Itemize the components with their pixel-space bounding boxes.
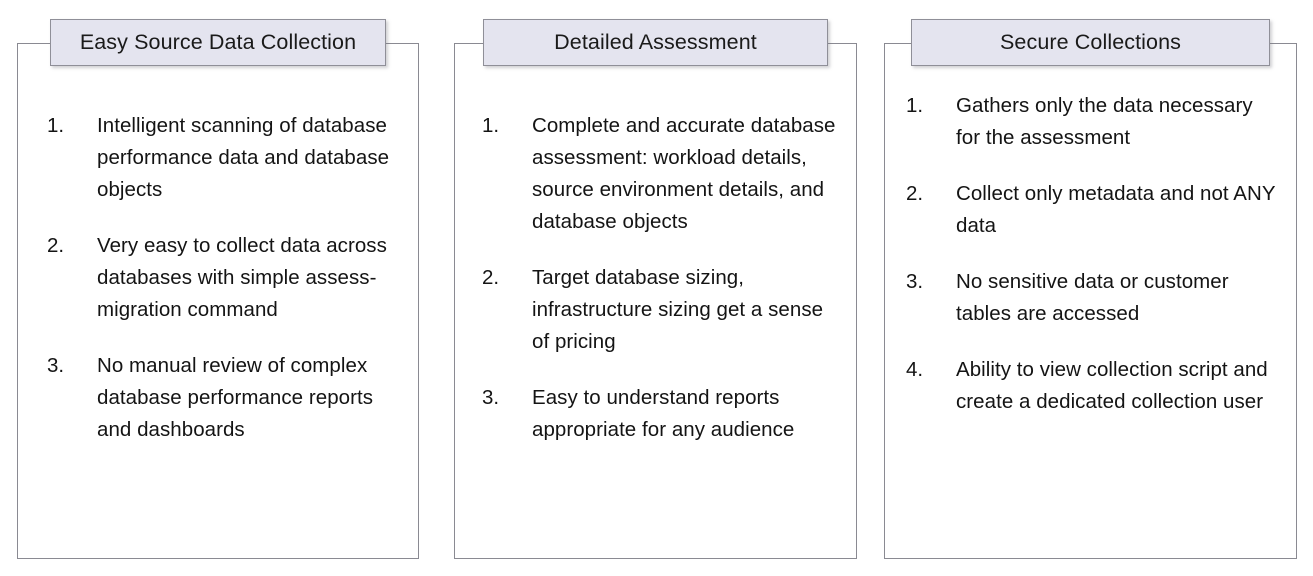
panel-title: Detailed Assessment bbox=[554, 29, 757, 54]
list-item: 3. Easy to understand reports appropriat… bbox=[482, 382, 837, 446]
panel-detailed-assessment: Detailed Assessment 1. Complete and accu… bbox=[454, 19, 857, 559]
list-item-number: 2. bbox=[482, 266, 500, 289]
list-item-number: 2. bbox=[47, 234, 65, 257]
panel-title: Secure Collections bbox=[999, 29, 1182, 54]
list-item-number: 1. bbox=[906, 94, 924, 117]
panel-top-border-right-stub bbox=[827, 43, 857, 44]
list-item-text: Ability to view collection script and cr… bbox=[956, 358, 1268, 413]
list-item-number: 1. bbox=[47, 114, 65, 137]
panel-frame bbox=[17, 43, 419, 559]
list-item-text: Collect only metadata and not ANY data bbox=[956, 182, 1276, 237]
list-item-number: 3. bbox=[482, 386, 500, 409]
list-item-text: Intelligent scanning of database perform… bbox=[97, 114, 390, 201]
list-item-number: 2. bbox=[906, 182, 924, 205]
panel-list-easy-source-data-collection: 1. Intelligent scanning of database perf… bbox=[17, 110, 419, 446]
list-item: 1. Complete and accurate database assess… bbox=[482, 110, 837, 238]
list-item: 3. No manual review of complex database … bbox=[47, 350, 397, 446]
panel-list-secure-collections: 1. Gathers only the data necessary for t… bbox=[884, 90, 1297, 418]
panel-top-border-left-stub bbox=[884, 43, 912, 44]
panel-frame bbox=[884, 43, 1297, 559]
list-item: 4. Ability to view collection script and… bbox=[906, 354, 1277, 418]
panel-list-detailed-assessment: 1. Complete and accurate database assess… bbox=[454, 110, 857, 446]
list-item-text: Easy to understand reports appropriate f… bbox=[532, 386, 795, 441]
panel-top-border-left-stub bbox=[17, 43, 51, 44]
list-item: 1. Intelligent scanning of database perf… bbox=[47, 110, 397, 206]
list-item: 2. Target database sizing, infrastructur… bbox=[482, 262, 837, 358]
panel-secure-collections: Secure Collections 1. Gathers only the d… bbox=[884, 19, 1297, 559]
list-item-number: 4. bbox=[906, 358, 924, 381]
panel-easy-source-data-collection: Easy Source Data Collection 1. Intellige… bbox=[17, 19, 419, 559]
list-item-text: Complete and accurate database assessmen… bbox=[532, 114, 836, 233]
panel-top-border-left-stub bbox=[454, 43, 484, 44]
list-item-text: Gathers only the data necessary for the … bbox=[956, 94, 1253, 149]
list-item-number: 3. bbox=[906, 270, 924, 293]
list-item-text: Very easy to collect data across databas… bbox=[97, 234, 387, 321]
panel-frame bbox=[454, 43, 857, 559]
panel-top-border-right-stub bbox=[385, 43, 419, 44]
list-item-text: No sensitive data or customer tables are… bbox=[956, 270, 1229, 325]
panel-header-detailed-assessment[interactable]: Detailed Assessment bbox=[483, 19, 828, 66]
list-item-number: 3. bbox=[47, 354, 65, 377]
list-item: 3. No sensitive data or customer tables … bbox=[906, 266, 1277, 330]
list-item-number: 1. bbox=[482, 114, 500, 137]
panel-header-secure-collections[interactable]: Secure Collections bbox=[911, 19, 1270, 66]
list-item-text: Target database sizing, infrastructure s… bbox=[532, 266, 824, 353]
list-item: 1. Gathers only the data necessary for t… bbox=[906, 90, 1277, 154]
list-item-text: No manual review of complex database per… bbox=[97, 354, 374, 441]
list-item: 2. Collect only metadata and not ANY dat… bbox=[906, 178, 1277, 242]
list-item: 2. Very easy to collect data across data… bbox=[47, 230, 397, 326]
panel-top-border-right-stub bbox=[1269, 43, 1297, 44]
panel-title: Easy Source Data Collection bbox=[79, 29, 357, 54]
panel-header-easy-source-data-collection[interactable]: Easy Source Data Collection bbox=[50, 19, 386, 66]
